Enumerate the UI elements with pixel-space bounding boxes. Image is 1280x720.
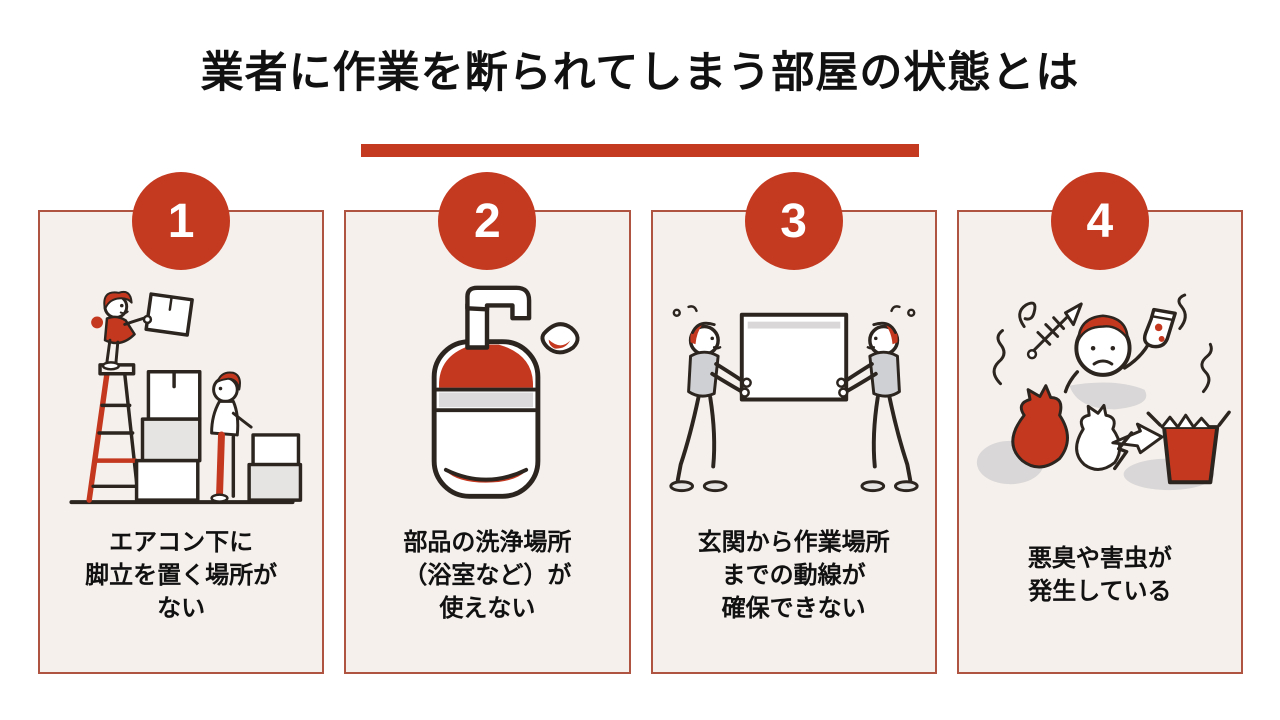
page-title: 業者に作業を断られてしまう部屋の状態とは — [200, 49, 1080, 97]
card-2: 2 — [344, 172, 631, 674]
card-1: 1 — [38, 172, 325, 674]
caption-line: 玄関から作業場所 — [697, 528, 890, 556]
card-4-caption: 悪臭や害虫が 発生している — [965, 509, 1235, 641]
card-1-number-badge: 1 — [132, 172, 231, 270]
workers-carrying-box-illustration — [653, 274, 935, 509]
caption-line: までの動線が — [721, 561, 866, 589]
caption-line: エアコン下に — [109, 528, 254, 556]
caption-line: ない — [157, 594, 206, 622]
caption-line: 脚立を置く場所が — [85, 561, 278, 589]
card-4: 4 — [956, 172, 1243, 674]
caption-line: 部品の洗浄場所 — [403, 528, 572, 556]
card-3: 3 — [650, 172, 937, 674]
title-underline — [361, 144, 919, 157]
caption-line: 悪臭や害虫が — [1027, 545, 1172, 572]
card-1-caption: エアコン下に 脚立を置く場所が ない — [46, 509, 316, 641]
card-3-caption: 玄関から作業場所 までの動線が 確保できない — [659, 509, 929, 641]
stepladder-stacked-boxes-illustration — [40, 274, 322, 509]
detergent-pump-bottle-illustration — [346, 274, 628, 509]
cards-row: 1 — [38, 172, 1243, 674]
card-2-number-badge: 2 — [438, 172, 537, 270]
caption-line: （浴室など）が — [403, 561, 572, 589]
card-4-number-badge: 4 — [1050, 172, 1149, 270]
caption-line: 使えない — [439, 594, 536, 622]
caption-line: 発生している — [1028, 578, 1172, 605]
garbage-odor-pests-illustration — [959, 274, 1241, 509]
caption-line: 確保できない — [721, 594, 866, 622]
card-2-caption: 部品の洗浄場所 （浴室など）が 使えない — [352, 509, 622, 641]
card-3-number-badge: 3 — [744, 172, 843, 270]
